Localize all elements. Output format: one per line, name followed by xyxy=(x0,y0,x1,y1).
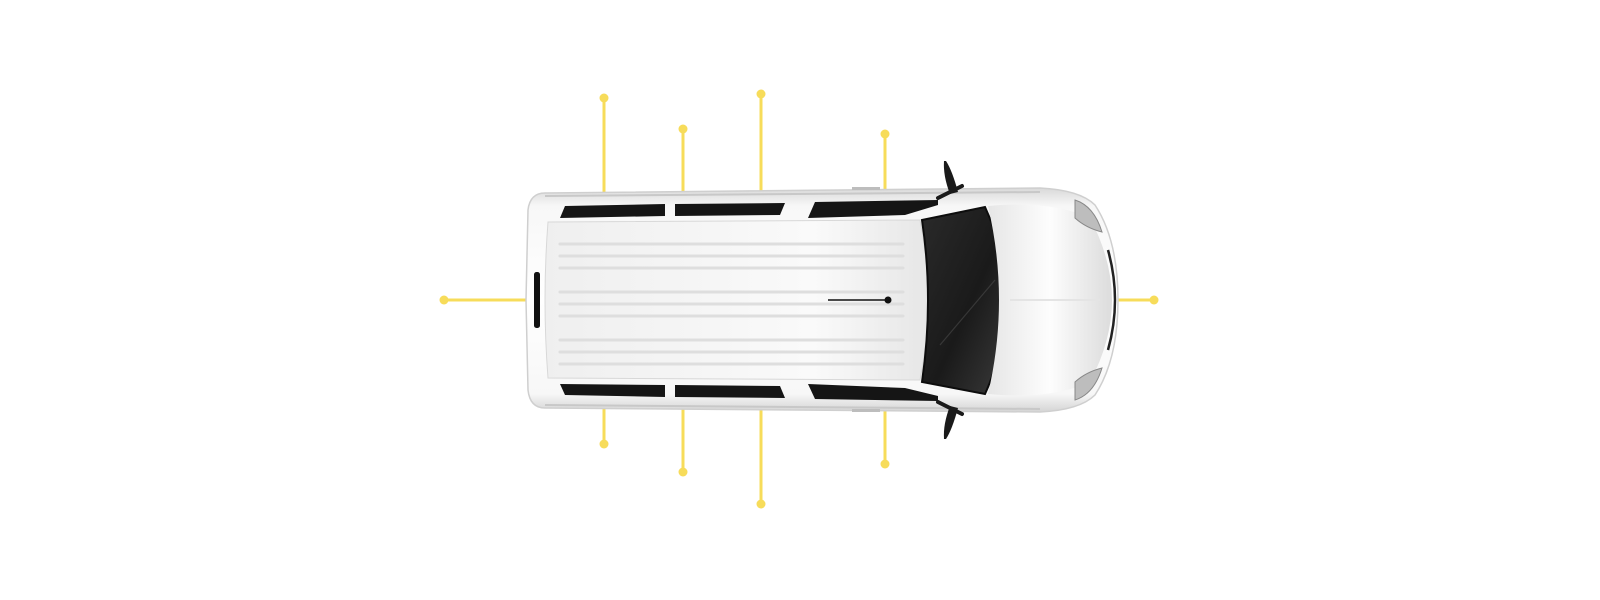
side-windows-top xyxy=(560,200,938,218)
antenna-icon xyxy=(828,296,892,304)
callout-top-mid-2[interactable] xyxy=(756,89,766,195)
headlight-top xyxy=(1074,199,1103,233)
van-illustration xyxy=(525,161,1119,439)
headlight-bottom xyxy=(1074,367,1103,401)
roof-ribs xyxy=(558,242,905,366)
callout-top-rear-door[interactable] xyxy=(599,93,609,195)
callout-top-front-door[interactable] xyxy=(880,129,890,193)
mirror-top xyxy=(943,161,958,194)
callout-rear-center[interactable] xyxy=(439,295,531,305)
callout-bottom-mid-1[interactable] xyxy=(678,408,688,477)
callout-group xyxy=(439,89,1159,509)
mirror-bottom xyxy=(943,406,958,439)
side-windows-bottom xyxy=(560,384,938,401)
callout-bottom-mid-2[interactable] xyxy=(756,408,766,509)
callout-top-mid-1[interactable] xyxy=(678,124,688,195)
rear-light xyxy=(534,272,540,328)
windshield xyxy=(920,205,1008,396)
callout-bottom-rear-door[interactable] xyxy=(599,408,609,449)
callout-bottom-front-door[interactable] xyxy=(880,410,890,469)
